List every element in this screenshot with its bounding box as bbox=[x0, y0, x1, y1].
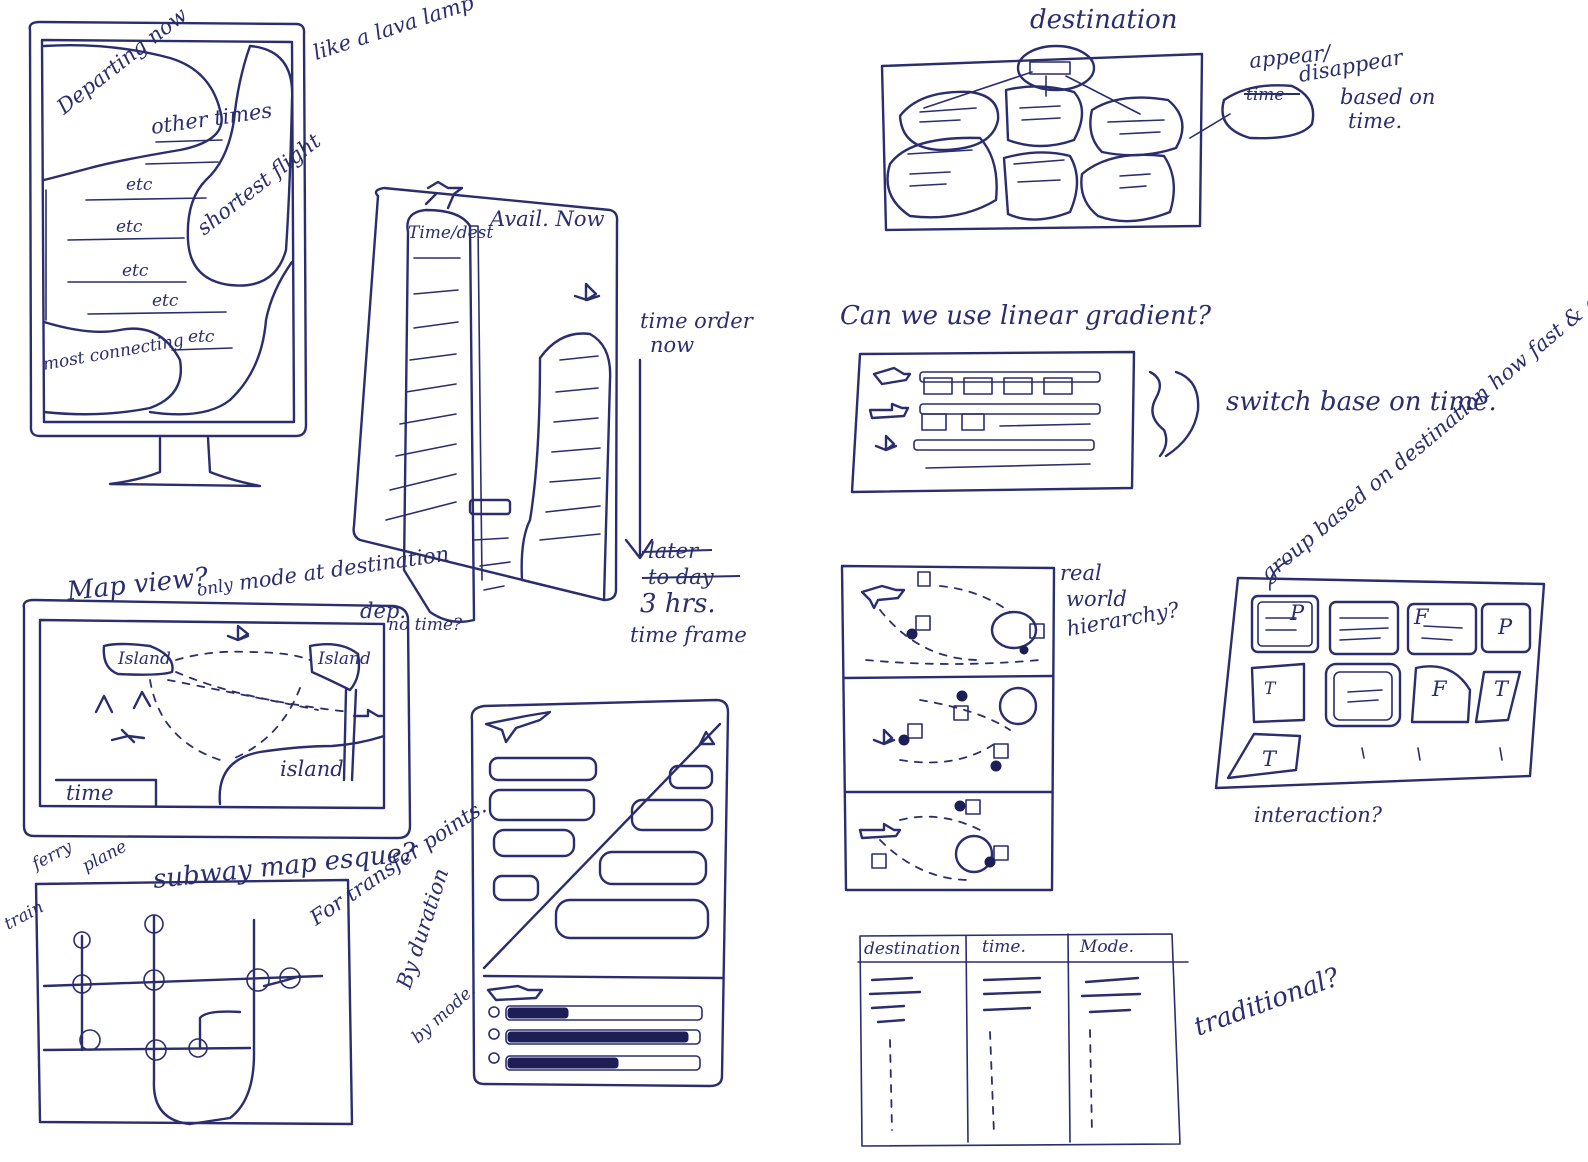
label-etc-2: etc bbox=[116, 217, 143, 237]
label-train: train bbox=[1, 897, 47, 934]
label-gradient-question: Can we use linear gradient? bbox=[840, 301, 1212, 331]
label-time: time bbox=[66, 781, 114, 805]
grid-letter-7: T bbox=[1262, 747, 1278, 771]
linear-gradient-sketch: Can we use linear gradient? switch base … bbox=[840, 301, 1497, 494]
label-world: world bbox=[1066, 587, 1127, 611]
label-island-2: Island bbox=[317, 649, 371, 669]
table-col-destination: destination bbox=[864, 939, 960, 959]
label-by-duration: By duration bbox=[392, 865, 454, 992]
label-avail-now: Avail. Now bbox=[488, 207, 604, 231]
kiosk-sketch: Departing now other times etc etc etc et… bbox=[28, 0, 477, 488]
label-island-3: island bbox=[280, 757, 344, 781]
table-col-time: time. bbox=[982, 937, 1026, 957]
label-no: no time? bbox=[388, 615, 463, 635]
label-etc-1: etc bbox=[126, 175, 153, 195]
label-etc-4: etc bbox=[152, 291, 179, 311]
label-based-on: based on bbox=[1340, 85, 1435, 109]
label-by-mode: by mode. bbox=[408, 980, 480, 1047]
grid-letter-5: F bbox=[1431, 677, 1448, 701]
map-view-sketch: Map view? only mode at destination dep. … bbox=[22, 542, 463, 840]
label-real: real bbox=[1060, 561, 1102, 585]
label-plane: plane bbox=[79, 836, 130, 876]
real-world-sketch: real world hierarchy? bbox=[840, 561, 1182, 892]
grid-letter-2: F bbox=[1413, 605, 1430, 629]
label-ferry: ferry bbox=[27, 837, 76, 876]
label-now: now bbox=[650, 333, 694, 357]
label-most: most connecting bbox=[41, 330, 185, 374]
label-time-dest: Time/dest bbox=[408, 223, 493, 243]
label-time-order: time order bbox=[640, 309, 755, 333]
grid-letter-3: P bbox=[1497, 615, 1513, 639]
label-switch-base: switch base on time. bbox=[1226, 387, 1497, 417]
label-3hrs: 3 hrs. bbox=[640, 589, 716, 619]
label-lava-lamp: like a lava lamp bbox=[310, 0, 477, 65]
table-col-mode: Mode. bbox=[1079, 937, 1134, 957]
destination-cluster-sketch: destination appear/ disappear time based bbox=[880, 5, 1435, 232]
label-etc-3: etc bbox=[122, 261, 149, 281]
grid-letter-1: P bbox=[1289, 601, 1305, 625]
label-destination: destination bbox=[1030, 5, 1178, 35]
traditional-table-sketch: destination time. Mode. traditional? bbox=[857, 933, 1344, 1147]
grid-letter-6: T bbox=[1494, 677, 1510, 701]
phone-list-sketch: Time/dest Avail. Now time order now late… bbox=[352, 180, 755, 647]
label-time-frame: time frame bbox=[630, 623, 747, 647]
by-duration-sketch: By duration by mode. bbox=[392, 698, 730, 1088]
label-mode-dest: mode at destination bbox=[237, 542, 450, 595]
label-departing: Departing now bbox=[52, 3, 192, 120]
label-time-dot: time. bbox=[1348, 109, 1402, 133]
label-other-times: other times bbox=[149, 98, 273, 139]
label-interaction: interaction? bbox=[1254, 803, 1383, 827]
label-island-1: Island bbox=[117, 649, 171, 669]
destination-grid-sketch: group based on destination how fast & ge… bbox=[1214, 230, 1588, 827]
label-dep: dep. bbox=[360, 599, 406, 623]
label-traditional: traditional? bbox=[1190, 962, 1344, 1043]
grid-letter-4: T bbox=[1264, 679, 1277, 699]
label-etc-5: etc bbox=[188, 327, 215, 347]
